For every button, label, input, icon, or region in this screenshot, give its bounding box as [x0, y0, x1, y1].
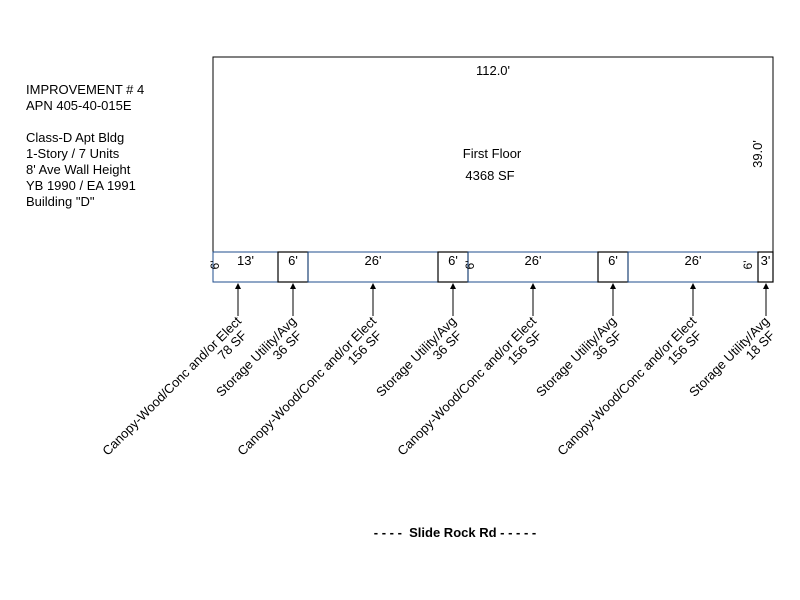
- canopy-width-label: 26': [365, 253, 382, 268]
- canopy-depth-label: 6': [463, 261, 477, 270]
- info-line: Class-D Apt Bldg: [26, 130, 125, 145]
- storage-width-label: 3': [761, 253, 771, 268]
- leader-arrowhead: [763, 283, 769, 289]
- info-line: 1-Story / 7 Units: [26, 146, 120, 161]
- storage-segment-outline: [757, 251, 774, 283]
- info-line: IMPROVEMENT # 4: [26, 82, 145, 97]
- leader-arrowhead: [450, 283, 456, 289]
- leader-arrowhead: [235, 283, 241, 289]
- leader-arrowhead: [610, 283, 616, 289]
- canopy-desc-label: Canopy-Wood/Conc and/or Elect: [394, 313, 539, 458]
- leader-arrowhead: [370, 283, 376, 289]
- canopy-desc-label: Canopy-Wood/Conc and/or Elect: [554, 313, 699, 458]
- road-name: - - - - Slide Rock Rd - - - - -: [373, 525, 537, 540]
- info-line: 8' Ave Wall Height: [26, 162, 131, 177]
- storage-width-label: 6': [608, 253, 618, 268]
- main-depth-label: 39.0': [750, 140, 765, 168]
- canopy-desc-label: Canopy-Wood/Conc and/or Elect: [234, 313, 379, 458]
- canopy-depth-label: 6': [741, 261, 755, 270]
- leader-arrowhead: [690, 283, 696, 289]
- canopy-width-label: 13': [237, 253, 254, 268]
- storage-width-label: 6': [288, 253, 298, 268]
- improvement-info: IMPROVEMENT # 4 APN 405-40-015E Class-D …: [26, 82, 144, 210]
- canopy-width-label: 26': [525, 253, 542, 268]
- storage-width-label: 6': [448, 253, 458, 268]
- canopy-width-label: 26': [685, 253, 702, 268]
- main-area-label: 4368 SF: [465, 168, 514, 183]
- road-label: - - - - Slide Rock Rd - - - - -: [0, 525, 800, 540]
- main-width-label: 112.0': [476, 63, 510, 78]
- main-name-label: First Floor: [463, 146, 522, 161]
- info-line: APN 405-40-015E: [26, 98, 132, 113]
- canopy-depth-label: 6': [208, 261, 222, 270]
- leader-arrowhead: [290, 283, 296, 289]
- info-line: Building "D": [26, 194, 95, 209]
- info-line: YB 1990 / EA 1991: [26, 178, 136, 193]
- leader-arrowhead: [530, 283, 536, 289]
